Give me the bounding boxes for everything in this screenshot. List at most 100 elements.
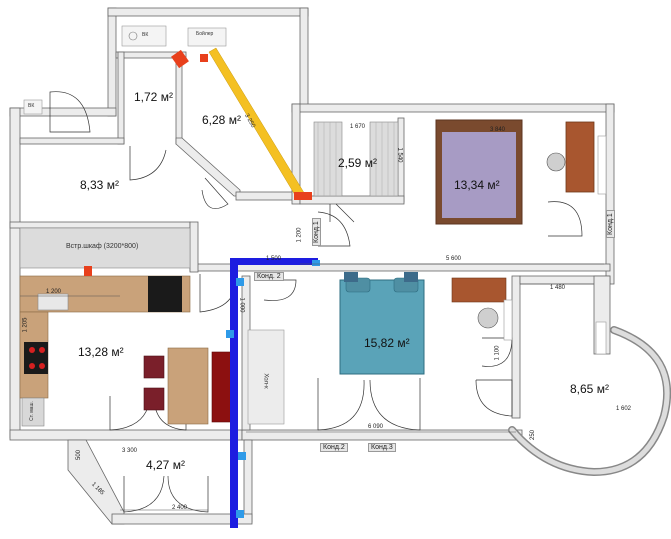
door-bath bbox=[201, 177, 229, 209]
pipe-blue-vertical bbox=[230, 258, 238, 528]
nightstand-1 bbox=[344, 272, 358, 282]
pipe-red-4 bbox=[84, 266, 92, 276]
burner-3 bbox=[29, 363, 35, 369]
label-ac2-corridor: Конд. 2 bbox=[254, 272, 284, 281]
wall-entry-stub bbox=[189, 221, 199, 273]
pipe-red-3 bbox=[294, 192, 312, 200]
wall-bath-angled bbox=[175, 137, 241, 197]
wall-storage-right bbox=[175, 57, 183, 145]
wall-top-right-vert bbox=[299, 7, 309, 109]
pipe-blue-joint-4 bbox=[312, 260, 320, 266]
dimension-lines bbox=[20, 263, 604, 511]
dining-chair-2 bbox=[143, 387, 165, 411]
door-bedroom1 bbox=[547, 201, 583, 237]
area-bath: 6,28 м² bbox=[202, 113, 241, 127]
pipe-blue-joint-5 bbox=[236, 510, 244, 518]
burner-1 bbox=[29, 347, 35, 353]
wall-left-outer bbox=[9, 107, 21, 439]
built-in-wardrobe bbox=[19, 227, 191, 269]
boiler-unit bbox=[187, 27, 227, 47]
dim-2400: 2 400 bbox=[172, 505, 188, 511]
wall-storage-top bbox=[115, 51, 187, 59]
chair1 bbox=[546, 152, 566, 172]
area-bay: 8,65 м² bbox=[570, 382, 609, 396]
door-entry bbox=[49, 91, 91, 133]
pipe-blue-horizontal bbox=[230, 258, 318, 265]
burner-4 bbox=[39, 363, 45, 369]
fridge bbox=[148, 276, 182, 312]
bk-unit bbox=[121, 25, 167, 47]
wall-bottom-mid bbox=[241, 429, 523, 441]
dim-1205: 1 205 bbox=[22, 317, 29, 333]
wall-upper-right-bottom bbox=[299, 195, 405, 205]
dining-table bbox=[167, 347, 209, 425]
label-fridge: Хол-к bbox=[262, 373, 269, 389]
door-bedroom2a bbox=[317, 378, 365, 431]
kitchen-sink bbox=[37, 293, 69, 311]
label-ac1: Конд.1 bbox=[312, 218, 321, 246]
burner-2 bbox=[39, 347, 45, 353]
wall-bay-left bbox=[511, 275, 521, 419]
area-hall: 8,33 м² bbox=[80, 178, 119, 192]
cooktop bbox=[24, 342, 48, 374]
dim-1480: 1 480 bbox=[550, 285, 566, 291]
bk-circle bbox=[128, 31, 138, 41]
wall-kitchen-top bbox=[9, 221, 191, 229]
dim-1602: 1 602 bbox=[616, 406, 632, 412]
washer bbox=[21, 397, 45, 427]
wall-balcony-bottom bbox=[111, 513, 253, 525]
area-storage: 1,72 м² bbox=[134, 90, 173, 104]
area-bedroom2: 15,82 м² bbox=[364, 336, 410, 350]
wardrobe-shelf-left bbox=[313, 121, 343, 197]
door-storage bbox=[129, 146, 167, 181]
dim-6090: 6 090 bbox=[368, 424, 384, 430]
small-unit-top-left bbox=[23, 99, 43, 115]
wall-right-outer bbox=[605, 103, 615, 285]
window-strip-1 bbox=[597, 135, 607, 195]
wall-hall-top bbox=[19, 137, 125, 145]
dim-5600: 5 600 bbox=[446, 256, 462, 262]
pipe-blue-joint-1 bbox=[226, 330, 234, 338]
wall-bottom-left bbox=[9, 429, 243, 441]
pipe-red-1 bbox=[171, 49, 189, 69]
label-built-in-wardrobe: Встр.шкаф (3200*800) bbox=[66, 243, 139, 250]
wardrobe-shelf-right bbox=[369, 121, 399, 197]
door-balcony-a bbox=[123, 475, 165, 513]
label-bk-small: ВК bbox=[28, 103, 35, 109]
bed2 bbox=[339, 279, 425, 375]
area-bedroom1: 13,34 м² bbox=[454, 178, 500, 192]
dim-500: 500 bbox=[76, 449, 83, 461]
doors bbox=[49, 91, 583, 513]
desk2 bbox=[451, 277, 507, 303]
dim-1670: 1 670 bbox=[350, 124, 366, 130]
walls bbox=[9, 7, 615, 525]
label-bk: ВК bbox=[142, 32, 149, 38]
label-boiler: Бойлер bbox=[196, 31, 214, 37]
dim-1000: 1 000 bbox=[238, 297, 245, 313]
wall-top bbox=[107, 7, 309, 17]
area-balcony: 4,27 м² bbox=[146, 458, 185, 472]
wall-top-left bbox=[107, 7, 117, 117]
wall-upper-right-top bbox=[291, 103, 615, 113]
door-ac1 bbox=[317, 211, 351, 247]
dining-chair-1 bbox=[143, 355, 165, 379]
label-ac1-bedroom: Конд.1 bbox=[606, 210, 615, 238]
wall-mid-horizontal bbox=[189, 263, 611, 272]
wall-storage-left bbox=[117, 51, 125, 145]
desk1 bbox=[565, 121, 595, 193]
door-bay bbox=[475, 379, 513, 417]
pipe-blue-joint-3 bbox=[236, 278, 244, 286]
door-wardrobe bbox=[329, 203, 355, 223]
nightstand-2 bbox=[404, 272, 418, 282]
label-ac2-bottom: Конд.2 bbox=[320, 443, 348, 452]
dim-1200a: 1 200 bbox=[296, 227, 303, 243]
dim-250: 250 bbox=[530, 429, 537, 441]
bed1-mattress bbox=[442, 132, 516, 218]
dim-3300: 3 300 bbox=[122, 448, 138, 454]
area-kitchen: 13,28 м² bbox=[78, 345, 124, 359]
wardrobe-lines bbox=[317, 122, 395, 196]
dim-1540: 1 540 bbox=[396, 147, 403, 163]
wall-upper-right-left bbox=[291, 103, 301, 205]
